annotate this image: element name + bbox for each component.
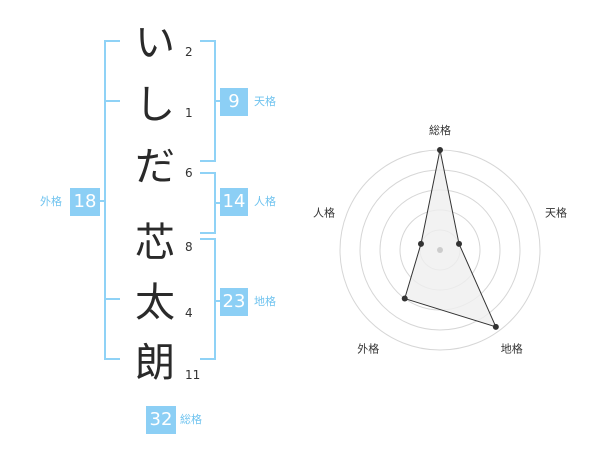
stroke-count-5: 4 [185, 306, 193, 320]
name-char-3: だ [135, 144, 175, 190]
gaikaku-score: 18 [70, 188, 100, 216]
stroke-count-6: 11 [185, 368, 201, 382]
soukaku-score: 32 [146, 406, 176, 434]
gaikaku-label: 外格 [40, 195, 62, 208]
radar-points [401, 147, 499, 330]
radar-axis-label-gaikaku: 外格 [357, 342, 379, 356]
stroke-count-3: 6 [185, 166, 193, 180]
stroke-count-1: 2 [185, 45, 193, 59]
name-char-6: 朗 [135, 340, 175, 386]
stroke-count-2: 1 [185, 106, 193, 120]
radar-point-4 [417, 240, 424, 247]
radar-axis-label-chikaku: 地格 [501, 342, 523, 356]
radar-point-2 [492, 323, 499, 330]
radar-center-dot [437, 247, 443, 253]
chikaku-label: 地格 [254, 295, 276, 308]
tenkaku-score: 9 [220, 88, 248, 116]
tenkaku-label: 天格 [254, 95, 276, 108]
radar-axis-label-soukaku: 総格 [429, 123, 451, 137]
radar-point-0 [437, 147, 443, 153]
name-char-2: し [135, 82, 175, 128]
jinkaku-label: 人格 [254, 195, 276, 208]
soukaku-label: 総格 [180, 413, 202, 426]
name-char-5: 太 [135, 280, 175, 326]
radar-axis-label-jinkaku: 人格 [313, 205, 335, 219]
name-char-4: 芯 [135, 220, 175, 266]
jinkaku-score: 14 [220, 188, 248, 216]
radar-point-3 [401, 295, 408, 302]
radar-axis-label-tenkaku: 天格 [545, 205, 567, 219]
stroke-count-4: 8 [185, 240, 193, 254]
chikaku-score: 23 [220, 288, 248, 316]
radar-point-1 [456, 240, 463, 247]
name-char-1: い [135, 20, 175, 66]
radar-polygon [404, 149, 497, 328]
